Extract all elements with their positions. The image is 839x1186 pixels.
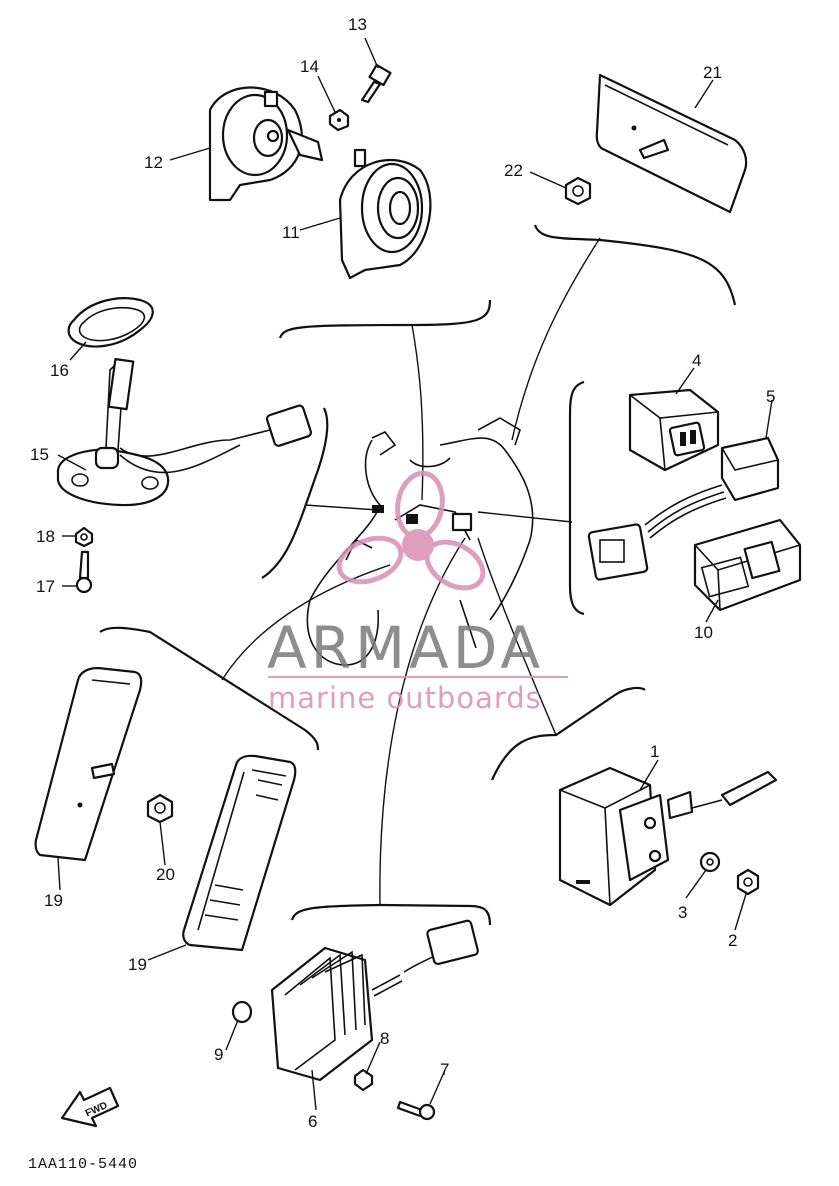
rectifier-6 [270, 919, 479, 1082]
reflector-21 [595, 73, 748, 214]
screw-17 [75, 550, 93, 594]
label-20: 20 [156, 865, 175, 884]
forward-direction-arrow: FWD [60, 1086, 120, 1128]
label-7: 7 [440, 1060, 449, 1079]
harness-5 [587, 436, 780, 581]
label-4: 4 [692, 351, 701, 370]
part-number-labels: 1 2 3 4 5 6 7 8 9 10 11 12 13 14 15 16 1… [30, 15, 775, 1131]
nut-14 [328, 108, 350, 132]
label-18: 18 [36, 527, 55, 546]
nut-2 [736, 868, 760, 896]
bolt-13 [360, 63, 392, 104]
label-9: 9 [214, 1045, 223, 1064]
watermark: ARMADA marine outboards [267, 470, 568, 715]
label-15: 15 [30, 445, 49, 464]
label-21: 21 [703, 63, 722, 82]
reflector-19-left [34, 666, 143, 862]
label-14: 14 [300, 57, 319, 76]
reflector-19-right [182, 754, 297, 952]
washer-3 [699, 851, 721, 873]
label-2: 2 [728, 931, 737, 950]
label-19-right: 19 [128, 955, 147, 974]
gasket-16 [67, 297, 154, 348]
watermark-brand: ARMADA [267, 614, 544, 682]
label-leaders [57, 37, 773, 1111]
label-12: 12 [144, 153, 163, 172]
nut-8 [353, 1068, 374, 1092]
fuel-sender-15 [56, 358, 313, 507]
label-3: 3 [678, 903, 687, 922]
ignitor-1 [558, 766, 778, 907]
group-braces [99, 224, 737, 926]
label-16: 16 [50, 361, 69, 380]
watermark-tagline: marine outboards [268, 681, 542, 715]
nut-18 [74, 526, 94, 548]
bolt-7 [396, 1100, 436, 1121]
relay-4 [628, 388, 720, 472]
drawing-code: 1AA110-5440 [28, 1156, 138, 1173]
label-17: 17 [36, 577, 55, 596]
label-10: 10 [694, 623, 713, 642]
label-8: 8 [380, 1029, 389, 1048]
label-19-left: 19 [44, 891, 63, 910]
horn-12 [208, 86, 324, 202]
nut-22 [564, 176, 592, 206]
propeller-logo-icon [336, 470, 486, 591]
label-11: 11 [282, 223, 300, 242]
horn-11 [338, 148, 432, 280]
label-5: 5 [766, 387, 775, 406]
coupler-10 [693, 518, 802, 612]
nut-20 [146, 793, 174, 824]
label-1: 1 [650, 742, 659, 761]
collar-9 [231, 1000, 253, 1024]
label-13: 13 [348, 15, 367, 34]
label-6: 6 [308, 1112, 317, 1131]
label-22: 22 [504, 161, 523, 180]
